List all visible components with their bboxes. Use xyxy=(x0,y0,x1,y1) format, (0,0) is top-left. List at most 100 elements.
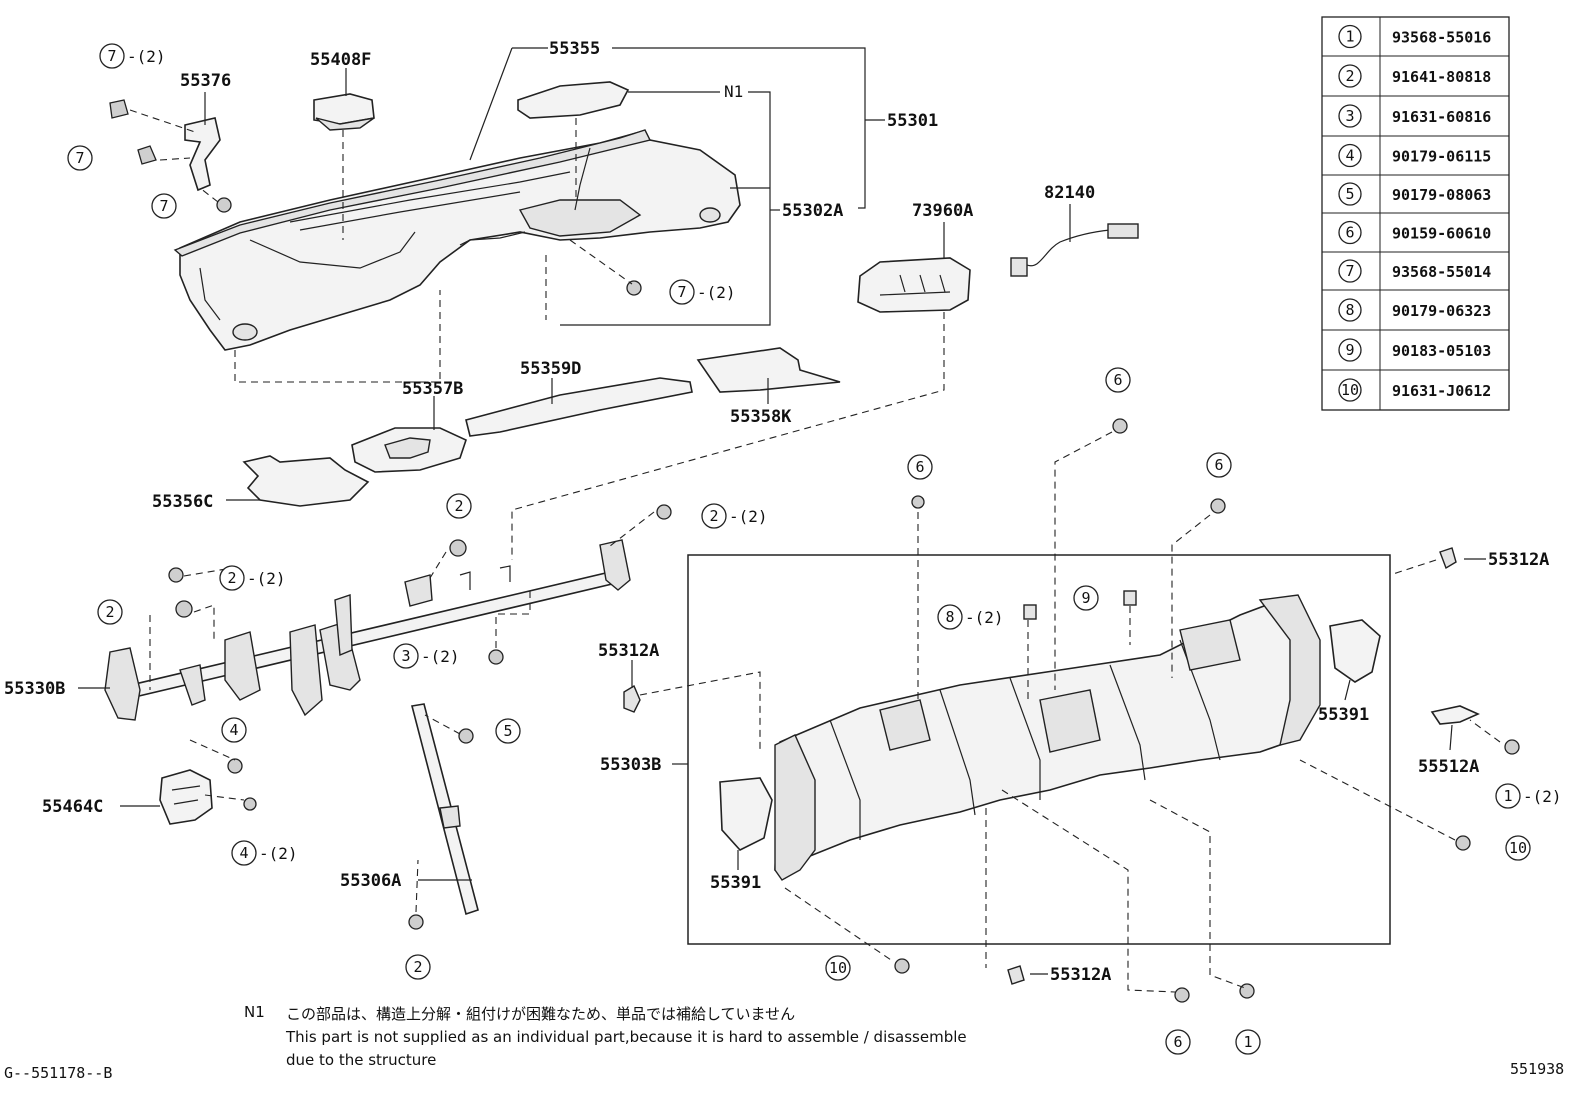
callout-c2e: 2 xyxy=(405,954,431,980)
part-number-labels: 55355 55376 55408F 55301 N1 55302A 73960… xyxy=(4,39,1549,985)
callout-number: 2 xyxy=(105,603,114,621)
label-55512A: 55512A xyxy=(1418,757,1479,777)
callout-circle xyxy=(825,955,851,981)
callout-circle xyxy=(97,599,123,625)
callout-circle xyxy=(1073,585,1099,611)
note-marker: N1 xyxy=(244,1003,265,1021)
note-english-line1: This part is not supplied as an individu… xyxy=(286,1028,967,1046)
callout-number: 1 xyxy=(1243,1033,1252,1051)
callout-circle xyxy=(1505,835,1531,861)
callout-circle xyxy=(231,840,257,866)
callout-number: 4 xyxy=(239,844,248,862)
callout-number: 6 xyxy=(1173,1033,1182,1051)
label-82140: 82140 xyxy=(1044,183,1095,203)
callout-number: 2 xyxy=(454,497,463,515)
callout-c6d: 6 xyxy=(1165,1029,1191,1055)
callout-circle xyxy=(221,717,247,743)
row-number-circle xyxy=(1338,220,1362,245)
reinforcement-55330B xyxy=(104,539,631,721)
callout-c7b: 7 xyxy=(67,145,93,171)
callout-number: 6 xyxy=(1113,371,1122,389)
callout-circle xyxy=(495,718,521,744)
callout-number: 1 xyxy=(1503,787,1512,805)
callout-circle xyxy=(669,279,695,305)
callout-c8a: 8-(2) xyxy=(937,604,1004,630)
label-73960A: 73960A xyxy=(912,201,973,221)
callout-circle xyxy=(446,493,472,519)
row-part-number: 93568-55016 xyxy=(1392,29,1491,47)
row-number-circle xyxy=(1338,143,1362,168)
callout-circle xyxy=(701,503,727,529)
row-number-circle xyxy=(1338,298,1362,322)
row-part-number: 91641-80818 xyxy=(1392,68,1491,86)
brace-55306A xyxy=(411,703,479,916)
label-55359D: 55359D xyxy=(520,359,581,379)
row-number-circle xyxy=(1338,378,1362,402)
pad-55358K xyxy=(696,347,841,393)
callout-c6a: 6 xyxy=(1105,367,1131,393)
callout-circle xyxy=(1105,367,1131,393)
callout-number: 3 xyxy=(401,647,410,665)
row-number: 3 xyxy=(1345,107,1354,125)
callout-c4a: 4 xyxy=(221,717,247,743)
row-number-circle xyxy=(1338,64,1362,88)
row-number-circle xyxy=(1338,182,1362,206)
callout-circle xyxy=(393,643,419,669)
row-number: 7 xyxy=(1345,262,1354,280)
callout-number: 7 xyxy=(75,149,84,167)
callout-number: 9 xyxy=(1081,589,1090,607)
pad-55357B xyxy=(351,427,467,473)
callout-c5a: 5 xyxy=(495,718,521,744)
label-55312A-right: 55312A xyxy=(1488,550,1549,570)
row-number: 6 xyxy=(1345,224,1354,242)
callout-c1b: 1 xyxy=(1235,1029,1261,1055)
figure-code-left: G--551178--B xyxy=(4,1064,113,1082)
callout-circle xyxy=(99,43,125,69)
fasteners xyxy=(109,99,1520,1003)
callout-number: 5 xyxy=(503,722,512,740)
callout-quantity: -(2) xyxy=(421,647,460,666)
callout-c2b: 2-(2) xyxy=(701,503,768,529)
callout-c2a: 2 xyxy=(446,493,472,519)
label-55306A: 55306A xyxy=(340,871,401,891)
callout-circle xyxy=(67,145,93,171)
callout-number: 7 xyxy=(159,197,168,215)
label-55408F: 55408F xyxy=(310,50,371,70)
row-part-number: 91631-J0612 xyxy=(1392,382,1491,400)
label-55464C: 55464C xyxy=(42,797,103,817)
callout-circle xyxy=(1206,452,1232,478)
label-55391-left: 55391 xyxy=(710,873,761,893)
airbag-module-73960A xyxy=(857,257,971,313)
row-number: 9 xyxy=(1345,341,1354,359)
callout-quantity: -(2) xyxy=(247,569,286,588)
callout-c9a: 9 xyxy=(1073,585,1099,611)
callout-c6c: 6 xyxy=(1206,452,1232,478)
callout-c2d: 2 xyxy=(97,599,123,625)
callout-c4b: 4-(2) xyxy=(231,840,298,866)
row-number: 1 xyxy=(1345,28,1354,46)
callout-number: 6 xyxy=(915,458,924,476)
row-part-number: 93568-55014 xyxy=(1392,263,1491,281)
label-55355: 55355 xyxy=(549,39,600,59)
callout-number: 10 xyxy=(829,959,847,977)
pad-55359D xyxy=(465,377,693,437)
callout-c7d: 7-(2) xyxy=(669,279,736,305)
callout-number: 7 xyxy=(107,47,116,65)
bracket-55464C xyxy=(159,769,213,825)
row-number: 10 xyxy=(1341,381,1359,399)
parts-table-row: 1 93568-55016 xyxy=(1338,24,1491,49)
clip-8 xyxy=(1023,604,1037,620)
row-part-number: 90179-06115 xyxy=(1392,148,1491,166)
callout-circle xyxy=(151,193,177,219)
garnish-55408F xyxy=(313,93,375,131)
callout-c3a: 3 -(2) xyxy=(393,643,460,669)
callout-number: 2 xyxy=(227,569,236,587)
assembly-guide-lines xyxy=(129,109,1501,993)
instrument-panel-lower-55303B xyxy=(774,594,1321,881)
